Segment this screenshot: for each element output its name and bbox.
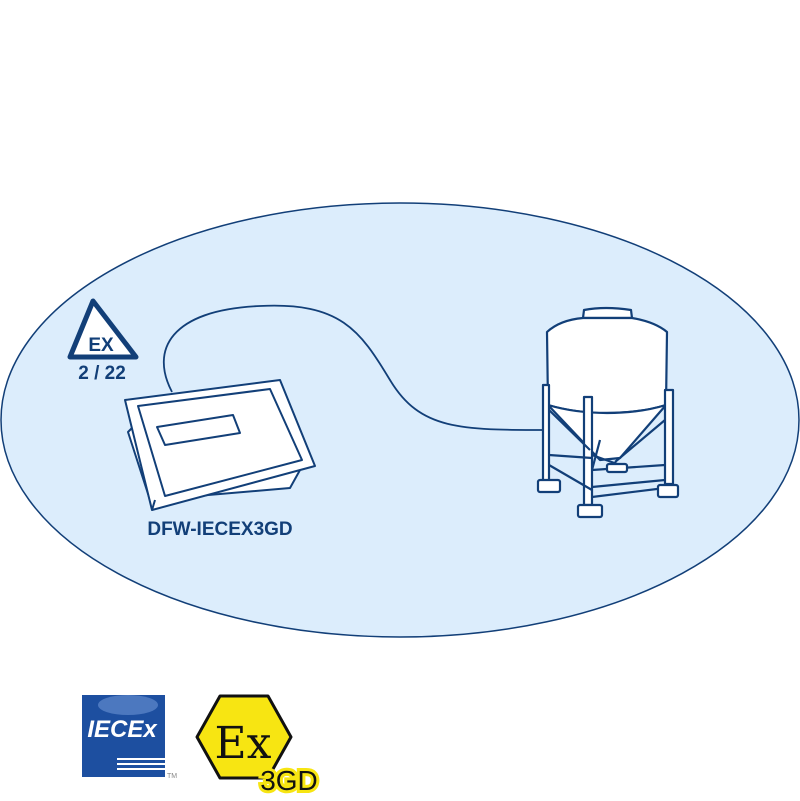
device-label: DFW-IECEX3GD <box>147 519 292 540</box>
silo-tank-icon <box>536 306 680 519</box>
ex-zone-badge: EX 2 / 22 <box>67 298 139 384</box>
ex-symbol: EX <box>88 335 114 356</box>
trademark: TM <box>167 773 177 780</box>
hazardous-zone-area <box>0 202 800 638</box>
atex-category: 3GD <box>260 765 318 796</box>
iecex-logo: IECEx TM <box>82 695 177 780</box>
zone-label: 2 / 22 <box>78 363 126 384</box>
atex-ex-logo: Ex 3GD <box>195 694 321 799</box>
atex-ex-symbol: Ex <box>215 718 272 769</box>
cable <box>163 304 549 431</box>
iecex-logo-text: IECEx <box>87 716 158 743</box>
weighing-indicator-icon <box>124 379 316 511</box>
